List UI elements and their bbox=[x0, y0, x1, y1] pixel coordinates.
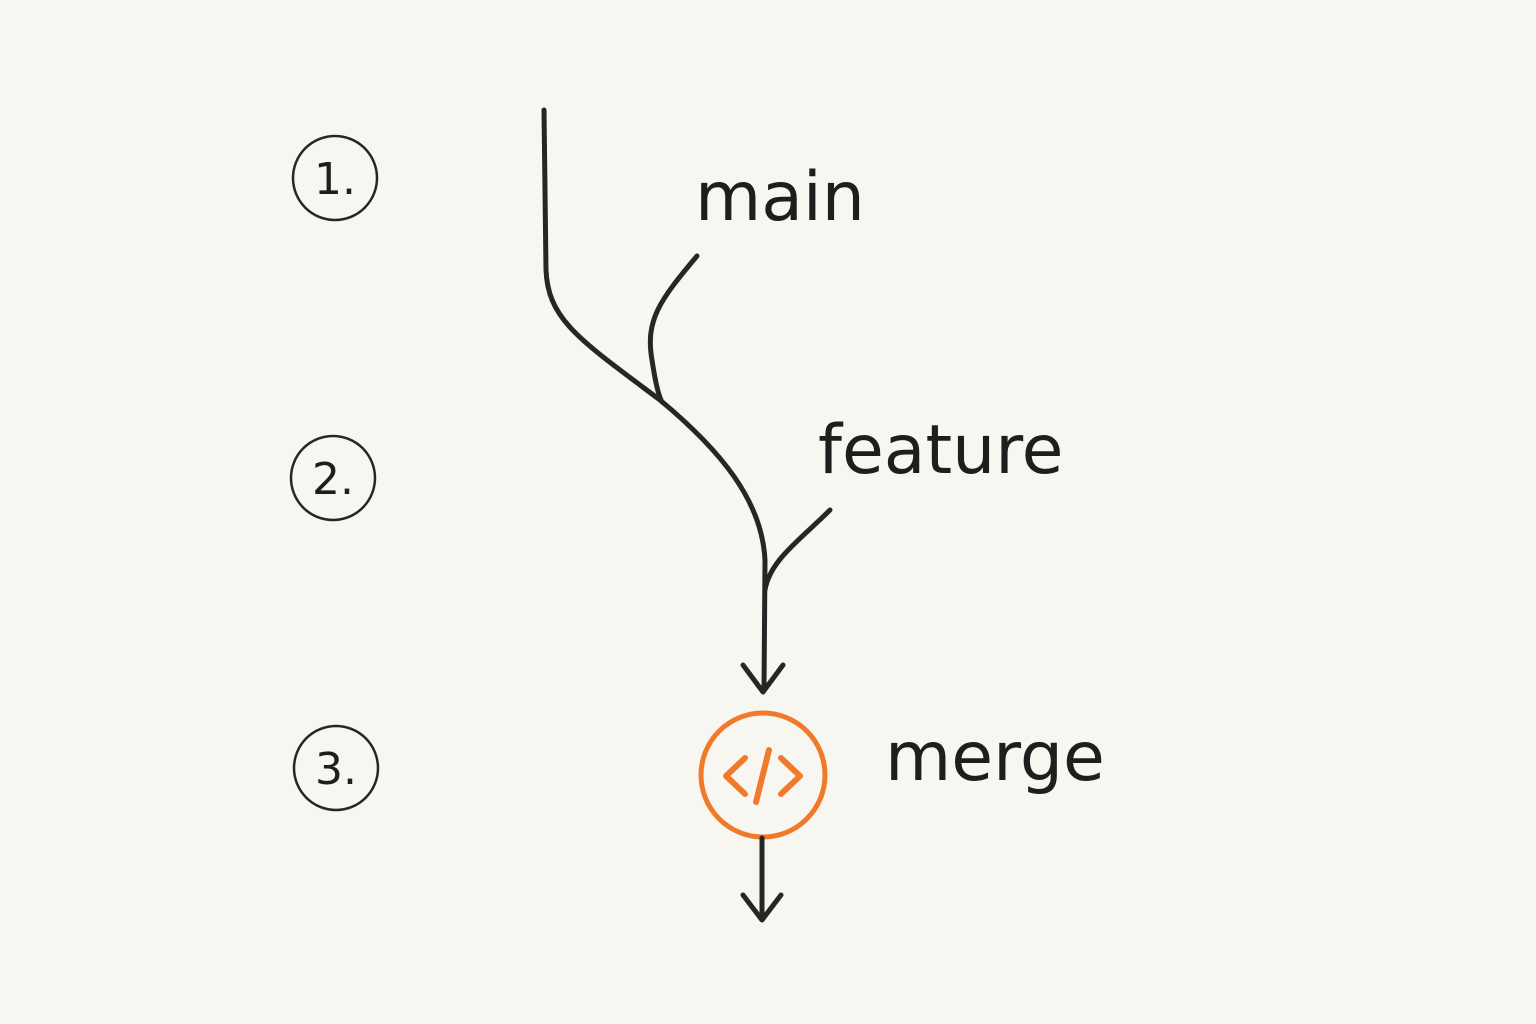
step-label-2: 2. bbox=[312, 454, 354, 505]
main-branch-connector bbox=[647, 253, 700, 405]
step-circle-3 bbox=[292, 724, 380, 812]
merge-node bbox=[698, 710, 828, 840]
step-circle-2 bbox=[289, 434, 377, 522]
main-branch-label: main bbox=[695, 158, 865, 237]
step-marker-3: 3. bbox=[292, 724, 380, 812]
step-label-3: 3. bbox=[315, 744, 357, 795]
step-circle-1 bbox=[291, 134, 379, 222]
feature-branch-label: feature bbox=[818, 411, 1064, 490]
merge-label: merge bbox=[885, 718, 1105, 797]
feature-branch-connector bbox=[762, 507, 833, 593]
step-marker-2: 2. bbox=[289, 434, 377, 522]
code-icon bbox=[723, 747, 803, 805]
step-marker-1: 1. bbox=[291, 134, 379, 222]
arrow-down-icon-2 bbox=[740, 892, 784, 923]
step-label-1: 1. bbox=[314, 154, 356, 205]
arrow-down-icon bbox=[740, 662, 786, 695]
